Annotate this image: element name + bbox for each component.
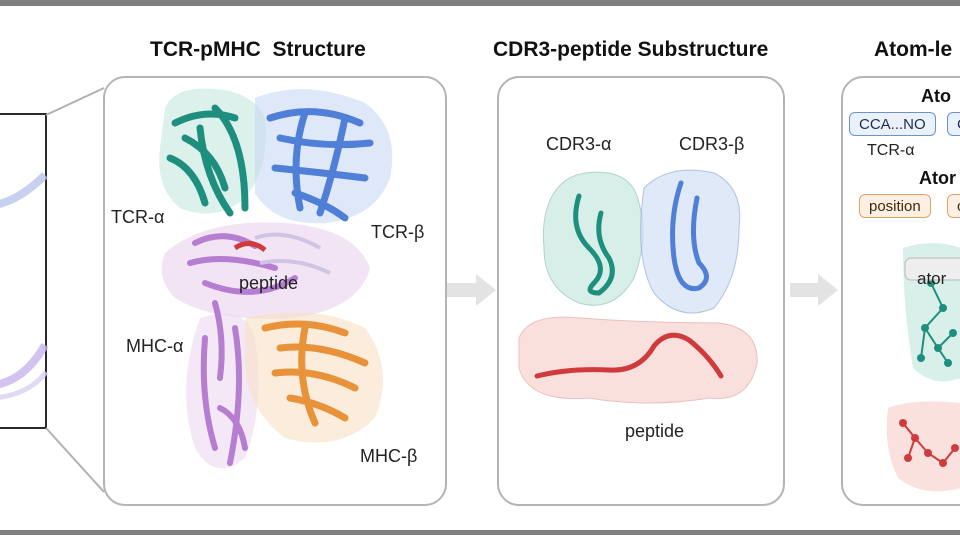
- position-tag-next: c: [947, 194, 960, 218]
- zoom-line-bottom: [45, 427, 105, 493]
- peptide-label: peptide: [239, 273, 299, 293]
- arrow-right-icon-2: [790, 274, 838, 306]
- peptide-groove-ribbon: [254, 232, 331, 275]
- sequence-tag: CCA...NO: [849, 112, 936, 136]
- mhc-alpha-label: MHC-α: [126, 336, 184, 356]
- tcr-beta-ribbon: [266, 108, 374, 222]
- structure-title: TCR-pMHC Structure: [150, 38, 366, 61]
- cdr3-alpha-loop: [573, 193, 615, 296]
- cdr3-alpha-surface: [543, 171, 644, 306]
- zoom-line-top: [45, 87, 105, 116]
- left-purple-ribbon: [0, 342, 49, 388]
- mhc-beta-ribbon: [261, 320, 369, 427]
- top-frame-border: [0, 0, 960, 6]
- atom-label: ator: [917, 269, 947, 288]
- mhc-beta-label: MHC-β: [360, 446, 418, 466]
- tcr-alpha-label: TCR-α: [111, 207, 165, 227]
- substructure-peptide-label: peptide: [625, 421, 685, 441]
- structure-panel: TCR-α TCR-β peptide MHC-α MHC-β: [103, 76, 447, 506]
- atom-heading-2: Ator: [919, 168, 956, 188]
- peptide-surface: [518, 316, 758, 404]
- arrow-right-icon: [446, 274, 496, 306]
- atom-heading-1: Ato: [921, 86, 951, 106]
- cdr3-beta-loop: [670, 180, 709, 292]
- tcr-beta-label: TCR-β: [371, 222, 425, 242]
- atom-panel: Ato CCA...NO C TCR-α Ator position c ato…: [841, 76, 960, 506]
- atom-chain-label: TCR-α: [867, 142, 915, 159]
- peptide-ribbon: [233, 241, 267, 253]
- bottom-frame-border: [0, 530, 960, 535]
- sequence-tag-next: C: [947, 112, 960, 136]
- atom-art: [886, 243, 960, 492]
- atom-level-title: Atom-le: [874, 38, 953, 61]
- peptide-chain: [534, 332, 724, 379]
- cdr3-alpha-label: CDR3-α: [546, 134, 612, 154]
- cdr3-beta-label: CDR3-β: [679, 134, 745, 154]
- substructure-art: [518, 169, 758, 404]
- left-purple-ribbon-2: [0, 370, 49, 400]
- substructure-title: CDR3-peptide Substructure: [493, 38, 769, 61]
- tcr-alpha-ribbon: [166, 104, 249, 217]
- position-tag: position: [859, 194, 931, 218]
- substructure-panel: CDR3-α CDR3-β peptide: [497, 76, 785, 506]
- protein-structure-art: [159, 88, 393, 469]
- left-blue-ribbon: [0, 172, 48, 208]
- atom-bubble: [904, 257, 960, 281]
- cdr3-beta-surface: [640, 169, 741, 314]
